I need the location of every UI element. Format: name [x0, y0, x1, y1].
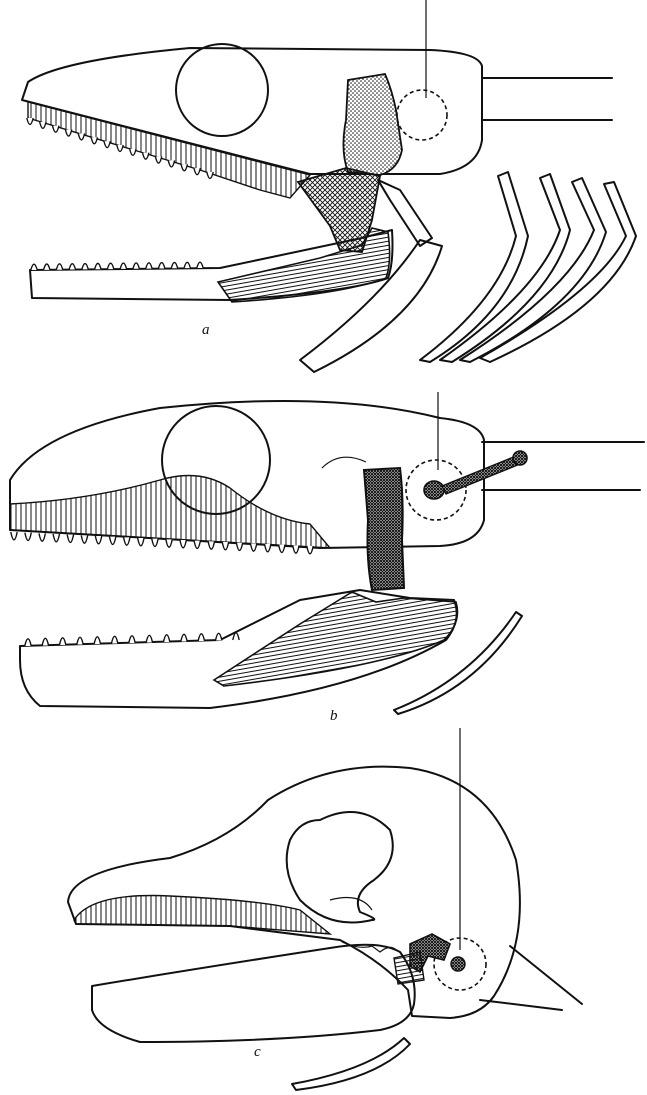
- stapes-head-b: [513, 451, 527, 465]
- panel-c-mammal-skull: c: [68, 728, 582, 1090]
- lower-jaw-c: [92, 945, 415, 1042]
- tooth: [236, 543, 242, 551]
- orbit-inner-curve-c: [330, 898, 372, 910]
- tooth: [53, 534, 59, 542]
- tooth: [82, 264, 88, 270]
- gill-arch-5-a: [480, 182, 636, 362]
- tooth: [31, 264, 37, 270]
- tooth: [42, 638, 48, 645]
- vertebral-column-upper-line-c: [510, 946, 582, 1004]
- panel-label-b: b: [330, 708, 338, 724]
- tooth: [117, 145, 123, 152]
- tooth: [77, 637, 83, 644]
- upper-jaw-hatching-c: [74, 896, 330, 935]
- stapes-shaft-b: [442, 456, 520, 494]
- tooth: [208, 541, 214, 549]
- tooth: [40, 122, 46, 129]
- hyomandibular-b: [364, 468, 404, 590]
- panel-b-intermediate-skull: b: [10, 392, 644, 724]
- vertebral-column-lower-line-c: [480, 1000, 562, 1010]
- gill-remnant-c: [292, 1038, 410, 1090]
- tooth: [146, 635, 152, 642]
- tooth: [155, 157, 161, 164]
- tooth: [265, 544, 271, 552]
- tooth: [59, 638, 65, 645]
- tooth: [95, 536, 101, 544]
- tooth: [11, 532, 17, 540]
- panel-label-c: c: [254, 1044, 261, 1060]
- tooth: [207, 172, 213, 179]
- tooth: [130, 149, 136, 156]
- tooth: [180, 540, 186, 548]
- tooth: [181, 634, 187, 641]
- orbit-a: [176, 44, 268, 136]
- tooth: [194, 168, 200, 175]
- tooth: [65, 130, 71, 137]
- orbit-c: [287, 812, 393, 923]
- tooth: [293, 545, 299, 553]
- tooth: [138, 538, 144, 546]
- lower-jaw-hatching-b: [214, 592, 458, 686]
- tooth: [181, 164, 187, 171]
- stapes-footplate-b: [424, 481, 444, 499]
- tooth: [152, 539, 158, 547]
- tooth: [184, 262, 190, 268]
- tooth: [67, 535, 73, 543]
- tooth: [27, 118, 33, 125]
- tooth: [133, 263, 139, 269]
- panel-label-a: a: [202, 322, 210, 338]
- panel-a-primitive-skull: a: [22, 0, 636, 372]
- tooth: [158, 263, 164, 269]
- tooth: [81, 535, 87, 543]
- tooth: [143, 153, 149, 160]
- tooth: [120, 263, 126, 269]
- tooth: [166, 539, 172, 547]
- tooth: [78, 133, 84, 140]
- tooth: [25, 533, 31, 541]
- tooth: [91, 137, 97, 144]
- tooth: [94, 637, 100, 644]
- tooth: [146, 263, 152, 269]
- tooth: [69, 264, 75, 270]
- tooth: [111, 636, 117, 643]
- tooth: [307, 546, 313, 554]
- tooth: [168, 160, 174, 167]
- tooth: [25, 639, 31, 646]
- hyomandibular-a: [343, 74, 402, 175]
- tooth: [215, 633, 221, 640]
- tooth: [104, 141, 110, 148]
- tooth: [44, 264, 50, 270]
- tooth: [95, 263, 101, 269]
- tooth: [194, 541, 200, 549]
- tooth: [171, 262, 177, 268]
- tooth: [53, 126, 59, 132]
- cranium-a: [22, 48, 482, 174]
- tooth: [56, 264, 62, 270]
- tooth: [107, 263, 113, 269]
- upper-jaw-hatching-a: [28, 102, 310, 198]
- tooth: [124, 537, 130, 545]
- otic-notch-b: [322, 457, 366, 468]
- ossicle-stapes-c: [451, 957, 465, 971]
- tooth: [279, 545, 285, 553]
- tooth: [197, 262, 203, 268]
- tooth: [39, 533, 45, 541]
- tooth: [198, 634, 204, 641]
- tooth: [129, 636, 135, 643]
- tooth: [250, 543, 256, 551]
- ear-region-a: [397, 90, 447, 140]
- tooth: [163, 635, 169, 642]
- gill-arch-4-a: [460, 178, 606, 362]
- tooth: [222, 542, 228, 550]
- cranium-c: [68, 767, 520, 1018]
- tooth: [109, 537, 115, 545]
